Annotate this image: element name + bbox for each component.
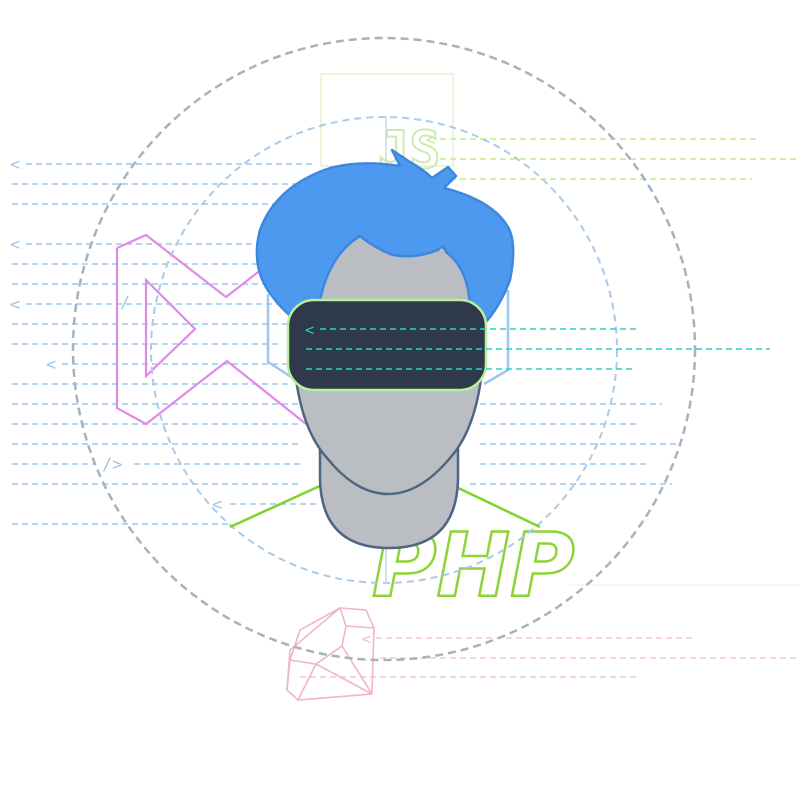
- hair: [255, 148, 515, 332]
- code-bracket: <: [10, 295, 20, 315]
- code-bracket: <: [305, 321, 314, 339]
- code-slash: /: [120, 293, 130, 313]
- inner-dashed-ring: [150, 116, 618, 584]
- code-bracket: <: [426, 130, 436, 149]
- code-bracket: <: [212, 495, 222, 515]
- code-self-close: />: [102, 455, 122, 475]
- visor-code-lines: [306, 328, 770, 370]
- hexagon-outline: [266, 290, 510, 386]
- code-lines-pink: [300, 637, 800, 678]
- code-bracket: <: [46, 355, 56, 375]
- code-bracket: <: [362, 630, 371, 648]
- shoulders: [229, 483, 541, 529]
- outer-dashed-ring: [71, 36, 697, 662]
- ruby-gem-icon: [286, 606, 375, 701]
- code-bracket: <: [10, 155, 20, 175]
- code-lines-green: [440, 138, 800, 180]
- code-symbols-blue: < < < < / /> <: [10, 155, 222, 515]
- code-lines-blue: [12, 163, 676, 525]
- vr-visor: [286, 298, 488, 392]
- code-bracket: <: [10, 235, 20, 255]
